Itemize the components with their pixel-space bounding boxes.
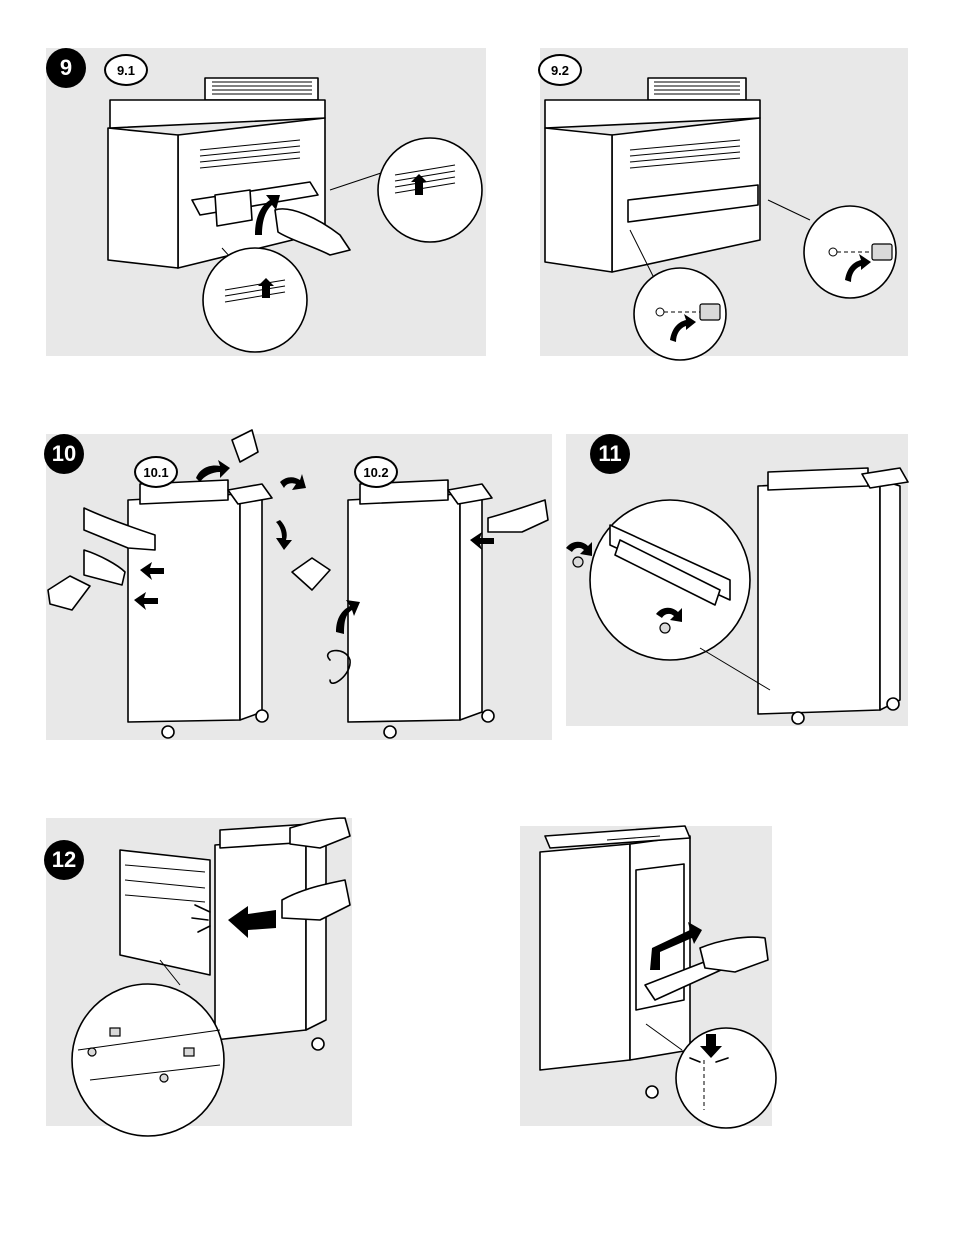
screw-icon [872, 244, 892, 260]
finisher-illustration-10-2 [328, 480, 548, 738]
substep-label-9-2: 9.2 [538, 54, 582, 86]
finisher-bracket-illustration-11 [566, 468, 908, 724]
substep-label-10-2: 10.2 [354, 456, 398, 488]
screw-icon [660, 623, 670, 633]
copier-rear-illustration-9-1 [108, 78, 482, 352]
caster-icon [384, 726, 396, 738]
power-cord-icon [328, 651, 350, 684]
caster-icon [312, 1038, 324, 1050]
caster-icon [482, 710, 494, 722]
step-number-12: 12 [44, 840, 84, 880]
hand-icon [700, 937, 768, 972]
caster-icon [792, 712, 804, 724]
finisher-tray-illustration-12 [540, 826, 776, 1128]
step-number-9: 9 [46, 48, 86, 88]
bracket-slot [110, 1028, 120, 1036]
dock-finisher-illustration-12 [72, 818, 350, 1136]
caster-icon [256, 710, 268, 722]
step-number-10: 10 [44, 434, 84, 474]
substep-label-10-1: 10.1 [134, 456, 178, 488]
hand-icon [290, 818, 350, 848]
copier-rear-illustration-9-2 [545, 78, 896, 360]
hand-icon [84, 550, 125, 585]
finisher-illustration-10-1 [48, 430, 330, 738]
screw-icon [573, 557, 583, 567]
screw-icon [700, 304, 720, 320]
caster-icon [646, 1086, 658, 1098]
hand-icon [488, 500, 548, 532]
bracket-slot [184, 1048, 194, 1056]
substep-label-9-1: 9.1 [104, 54, 148, 86]
caster-icon [162, 726, 174, 738]
caster-icon [887, 698, 899, 710]
step-number-11: 11 [590, 434, 630, 474]
